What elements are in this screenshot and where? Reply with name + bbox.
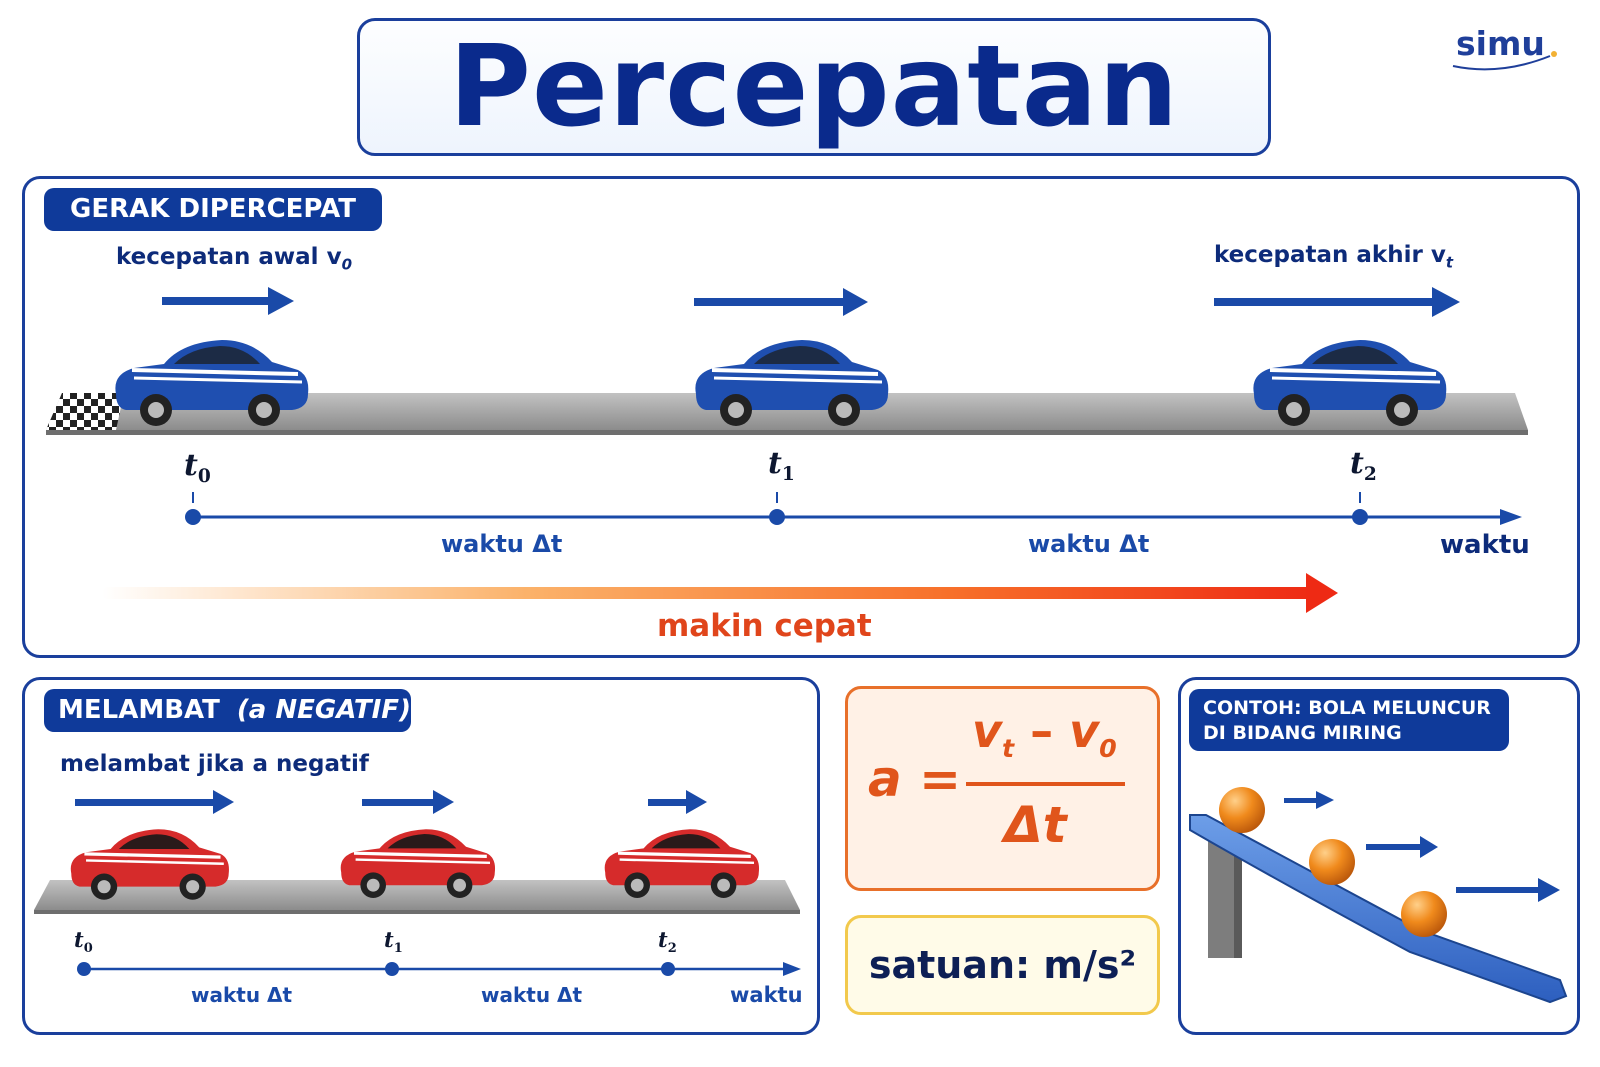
time-label-t1: t1	[768, 446, 795, 485]
formula-lhs: a =	[868, 750, 962, 808]
interval-label-1: waktu Δt	[441, 530, 563, 558]
ball-2	[1309, 839, 1355, 885]
decelerating-badge: MELAMBAT (a NEGATIF)	[44, 689, 411, 732]
time-label-t0: t0	[184, 448, 211, 487]
blue-car-t0	[115, 340, 309, 426]
formula-numerator: vt – v0	[972, 704, 1117, 764]
ball-3	[1401, 891, 1447, 937]
decel-time-label-t0: t0	[74, 927, 93, 957]
red-car-t1	[340, 829, 496, 898]
ball-1	[1219, 787, 1265, 833]
time-axis-label: waktu	[1440, 530, 1530, 560]
simu-logo: simu	[1456, 24, 1545, 63]
velocity-arrow-1	[162, 287, 294, 315]
interval-label-2: waktu Δt	[1028, 530, 1150, 558]
page-title: Percepatan	[448, 22, 1180, 152]
example-badge: CONTOH: BOLA MELUNCUR DI BIDANG MIRING	[1189, 689, 1509, 751]
red-car-t2	[604, 829, 760, 898]
accelerating-badge: GERAK DIPERCEPAT	[44, 188, 382, 231]
formula-box	[845, 686, 1160, 891]
title-box: Percepatan	[357, 18, 1271, 156]
logo-text: simu	[1456, 24, 1545, 63]
red-car-t0	[70, 829, 229, 900]
velocity-arrow-2	[694, 288, 868, 316]
time-label-t2: t2	[1350, 446, 1377, 485]
unit-text: satuan: m/s²	[868, 943, 1137, 987]
decel-axis-label: waktu	[730, 983, 803, 1007]
final-velocity-label: kecepatan akhir vt	[1214, 242, 1453, 272]
time-axis-accelerating	[185, 492, 1522, 525]
velocity-arrow-3	[1214, 287, 1460, 317]
road	[46, 393, 1528, 435]
decel-time-label-t1: t1	[384, 927, 403, 957]
ball-arrow-1	[1284, 791, 1334, 809]
ball-arrow-2	[1366, 836, 1438, 858]
decel-arrow-2	[362, 790, 454, 814]
faster-arrow	[102, 573, 1338, 613]
unit-box: satuan: m/s²	[845, 915, 1160, 1015]
ramp-support	[1208, 834, 1242, 958]
decel-interval-label-1: waktu Δt	[191, 983, 293, 1007]
decel-time-label-t2: t2	[658, 927, 677, 957]
ball-arrow-3	[1456, 878, 1560, 902]
faster-label: makin cepat	[657, 608, 872, 644]
initial-velocity-label: kecepatan awal v0	[116, 244, 353, 274]
decel-arrow-3	[648, 790, 707, 814]
ramp	[1189, 814, 1568, 1004]
time-axis-decelerating	[77, 962, 801, 976]
blue-car-t1	[695, 340, 889, 426]
decelerating-note: melambat jika a negatif	[60, 751, 369, 777]
decel-arrow-1	[75, 790, 234, 814]
decel-interval-label-2: waktu Δt	[481, 983, 583, 1007]
blue-car-t2	[1253, 340, 1447, 426]
logo-swoosh-icon	[1452, 51, 1557, 71]
road-small	[34, 880, 800, 914]
formula-denominator: Δt	[1004, 796, 1067, 854]
